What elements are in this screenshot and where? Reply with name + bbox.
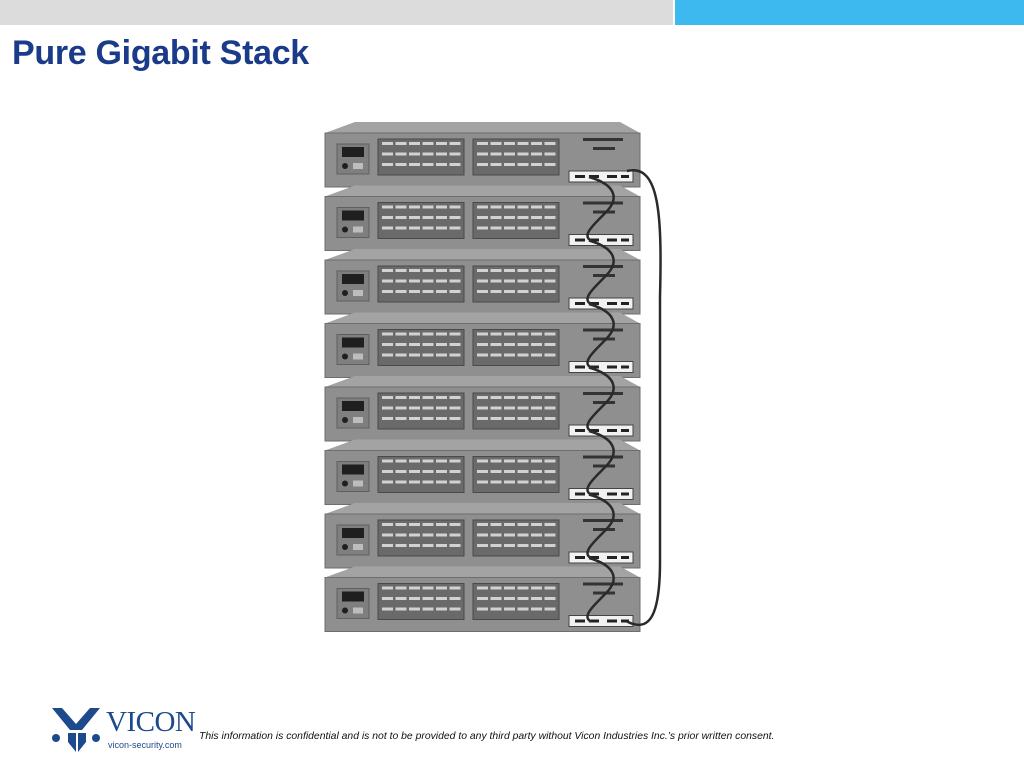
switch-stack-diagram [324,122,662,632]
logo-wordmark: VICON [106,706,196,738]
stacking-cable-icon [586,302,615,369]
network-switch-icon [324,566,641,632]
network-switch-icon [324,376,641,442]
logo-url: vicon-security.com [108,740,182,750]
network-switch-icon [324,249,641,315]
network-switch-icon [324,503,641,569]
stacking-cable-icon [586,366,615,433]
header-bar-gray [0,0,673,25]
confidential-notice: This information is confidential and is … [199,731,775,742]
stacking-cable-icon [586,556,615,623]
vicon-logo: VICON vicon-security.com [48,704,196,756]
stacking-cable-icon [586,239,615,306]
stacking-cable-icon [586,429,615,496]
network-switch-icon [324,312,641,378]
stacking-cable-icon [586,175,615,242]
slide-title: Pure Gigabit Stack [12,34,309,72]
network-switch-icon [324,122,641,188]
vicon-logo-icon [52,708,100,752]
stacking-cable-icon [626,168,662,627]
network-switch-icon [324,185,641,251]
stacking-cable-icon [586,493,615,560]
header-bar-accent [675,0,1024,25]
